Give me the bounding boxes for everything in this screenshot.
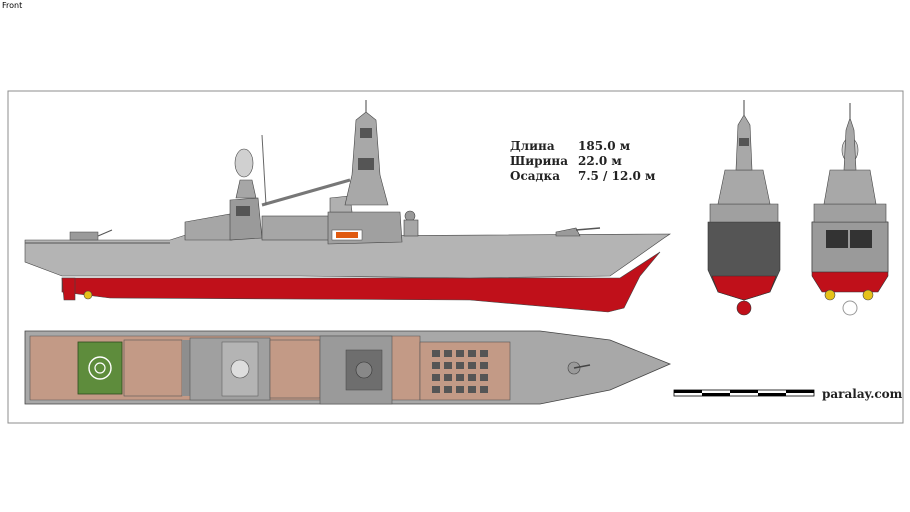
top-view	[24, 330, 672, 405]
top-hangar	[123, 339, 183, 397]
spec-length-value: 185.0 м	[578, 139, 631, 153]
side-forward-gun	[555, 227, 581, 237]
side-aft-tower	[229, 197, 263, 241]
side-rudder	[61, 277, 76, 301]
viewport-view-label: Front	[2, 1, 23, 10]
spec-width-value: 22.0 м	[578, 154, 622, 168]
stern-view	[811, 103, 889, 316]
stern-propeller-left	[824, 289, 836, 301]
stern-mast	[843, 117, 857, 171]
top-mid-deck	[269, 339, 321, 399]
stern-superstructure	[813, 203, 887, 223]
watermark: paralay.com	[822, 387, 903, 401]
spec-draft-label: Осадка	[510, 169, 560, 183]
side-propeller	[83, 290, 93, 300]
bow-view	[707, 100, 781, 316]
scale-bar	[673, 389, 815, 397]
side-view	[24, 100, 671, 313]
spec-draft-value: 7.5 / 12.0 м	[578, 169, 656, 183]
bow-superstructure	[709, 203, 779, 223]
side-mid-superstructure	[261, 215, 331, 241]
stern-propeller-right	[862, 289, 874, 301]
spec-length-label: Длина	[510, 139, 555, 153]
top-helipad	[77, 341, 123, 395]
spec-width-label: Ширина	[510, 154, 568, 168]
specs-table: Длина 185.0 м Ширина 22.0 м Осадка 7.5 /…	[510, 139, 656, 183]
